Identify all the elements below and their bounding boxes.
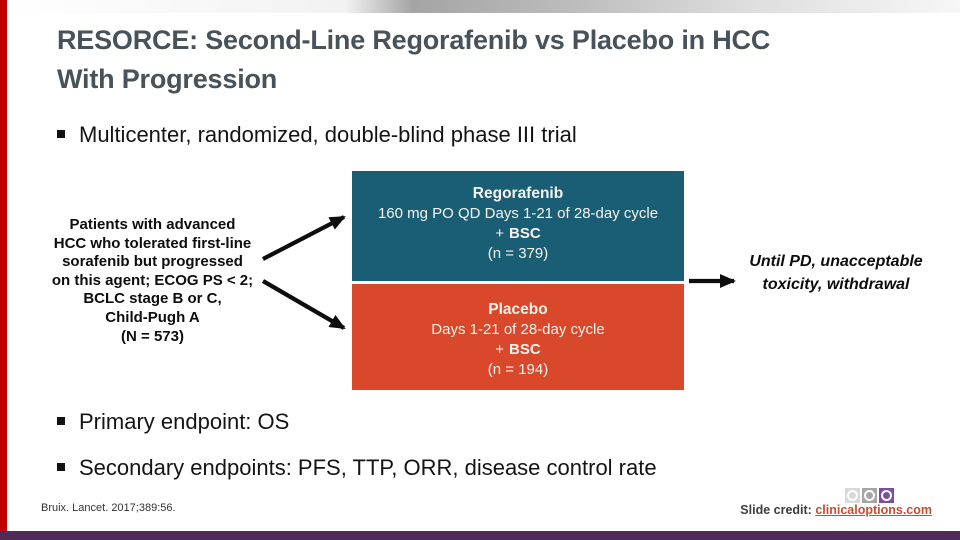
regorafenib-arm-n: (n = 379) [487, 245, 549, 262]
cco-logo-ring-icon [864, 490, 875, 501]
slide-title: RESORCE: Second-Line Regorafenib vs Plac… [57, 21, 857, 99]
placebo-arm-schedule: Days 1-21 of 28-day cycle [431, 321, 605, 338]
population-line: Child-Pugh A [105, 308, 200, 326]
bullet-item-secondary: Secondary endpoints: PFS, TTP, ORR, dise… [57, 454, 657, 481]
bullet-text-primary: Primary endpoint: OS [79, 409, 290, 434]
cco-logo [845, 488, 894, 503]
population-line: on this agent; ECOG PS < 2; [51, 271, 254, 289]
top-gradient-bar [0, 0, 960, 13]
population-line: BCLC stage B or C, [83, 290, 222, 308]
placebo-arm-n: (n = 194) [487, 361, 549, 378]
bullet-icon [57, 417, 65, 425]
arrow-to-placebo [261, 279, 346, 330]
population-line: (N = 573) [121, 327, 184, 345]
footer-citation: Bruix. Lancet. 2017;389:56. [41, 502, 176, 514]
cco-logo-ring-icon [847, 490, 858, 501]
regorafenib-arm-name: Regorafenib [472, 185, 564, 202]
placebo-arm-bsc: +BSC [495, 341, 541, 358]
population-line: sorafenib but progressed [62, 253, 243, 271]
left-accent-bar [0, 0, 7, 540]
population-line: Patients with advanced [69, 216, 236, 233]
regorafenib-arm-bsc: +BSC [495, 225, 541, 242]
cco-logo-ring-icon [881, 490, 892, 501]
duration-note: Until PD, unacceptable toxicity, withdra… [749, 253, 923, 293]
slide-title-line1: RESORCE: Second-Line Regorafenib vs Plac… [57, 25, 771, 55]
placebo-arm-box: Placebo Days 1-21 of 28-day cycle +BSC (… [352, 284, 684, 390]
bottom-accent-bar [0, 531, 960, 540]
cco-logo-square-1 [845, 488, 860, 503]
regorafenib-arm-box: Regorafenib 160 mg PO QD Days 1-21 of 28… [352, 171, 684, 281]
population-line: HCC who tolerated first-line [53, 234, 252, 252]
cco-logo-square-3 [879, 488, 894, 503]
slide-credit-label: Slide credit: [740, 503, 812, 517]
bullet-item-design: Multicenter, randomized, double-blind ph… [57, 121, 577, 148]
slide-credit: Slide credit: clinicaloptions.com [740, 503, 932, 517]
bullet-icon [57, 130, 65, 138]
slide-credit-link[interactable]: clinicaloptions.com [815, 503, 932, 517]
bullet-text-secondary: Secondary endpoints: PFS, TTP, ORR, dise… [79, 455, 657, 480]
bullet-item-primary: Primary endpoint: OS [57, 408, 289, 435]
slide-title-line2: With Progression [57, 64, 278, 94]
arrow-to-regorafenib [262, 215, 346, 261]
bullet-text-design: Multicenter, randomized, double-blind ph… [79, 122, 577, 147]
cco-logo-square-2 [862, 488, 877, 503]
population-text: Patients with advanced HCC who tolerated… [42, 216, 263, 346]
placebo-arm-name: Placebo [488, 301, 548, 318]
regorafenib-arm-schedule: 160 mg PO QD Days 1-21 of 28-day cycle [377, 205, 659, 222]
bullet-icon [57, 463, 65, 471]
